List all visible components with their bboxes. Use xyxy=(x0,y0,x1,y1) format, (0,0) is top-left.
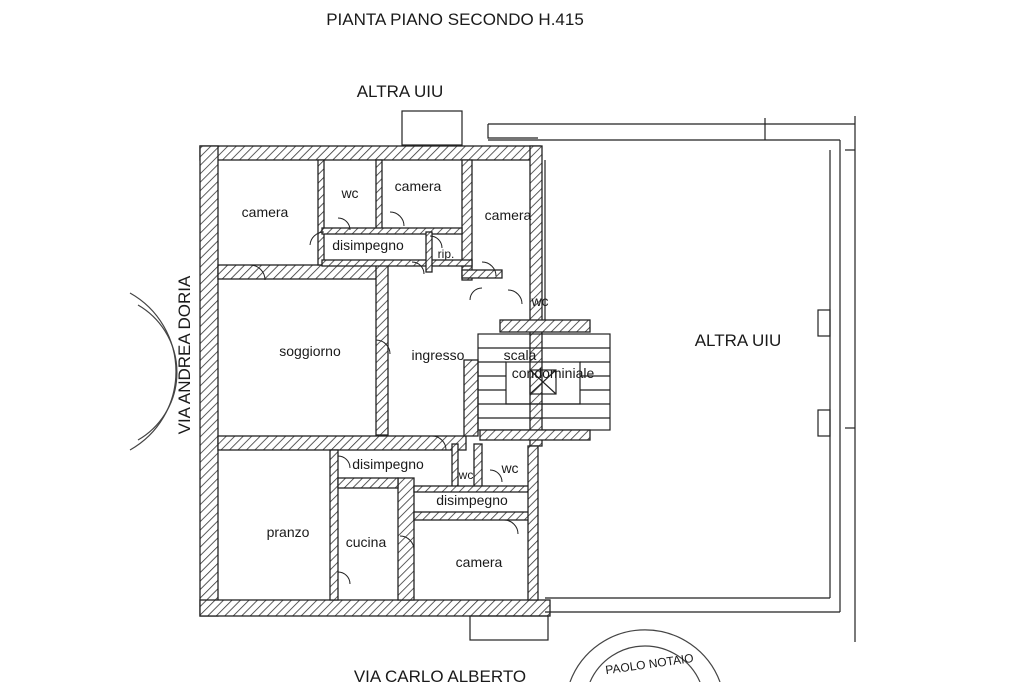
plan-title: PIANTA PIANO SECONDO H.415 xyxy=(326,10,584,29)
top-annex xyxy=(401,110,463,146)
room-rip: rip. xyxy=(438,247,455,261)
room-scala: scala xyxy=(504,347,537,363)
room-camera-s: camera xyxy=(456,554,503,570)
staircase xyxy=(477,319,611,441)
stamp-text: PAOLO NOTAIO xyxy=(604,651,694,677)
room-wc-low: wc xyxy=(500,460,518,476)
room-condominiale: condominiale xyxy=(512,365,595,381)
neighbor-right-outline xyxy=(487,116,856,642)
neighbor-top-label: ALTRA UIU xyxy=(357,82,444,101)
neighbor-right-label: ALTRA UIU xyxy=(695,331,782,350)
room-labels: camera wc camera camera disimpegno rip. … xyxy=(242,178,595,570)
room-disimpegno-low: disimpegno xyxy=(436,492,508,508)
room-pranzo: pranzo xyxy=(267,524,310,540)
room-cucina: cucina xyxy=(346,534,387,550)
room-soggiorno: soggiorno xyxy=(279,343,341,359)
room-camera-nw: camera xyxy=(242,204,289,220)
bottom-balcony xyxy=(469,615,549,641)
street-circle-mark xyxy=(129,292,178,451)
room-disimpegno-top: disimpegno xyxy=(332,237,404,253)
room-camera-top: camera xyxy=(395,178,442,194)
room-wc-top: wc xyxy=(340,185,358,201)
room-wc-small: wc xyxy=(458,468,474,482)
room-camera-ne: camera xyxy=(485,207,532,223)
outer-walls xyxy=(199,145,551,617)
street-bottom-label: VIA CARLO ALBERTO xyxy=(354,667,526,682)
door-swings xyxy=(249,211,523,585)
notary-stamp: PAOLO NOTAIO xyxy=(569,629,721,682)
street-left-label: VIA ANDREA DORIA xyxy=(175,275,194,434)
room-wc-mid: wc xyxy=(530,293,548,309)
room-disimpegno-mid: disimpegno xyxy=(352,456,424,472)
room-ingresso: ingresso xyxy=(412,347,465,363)
